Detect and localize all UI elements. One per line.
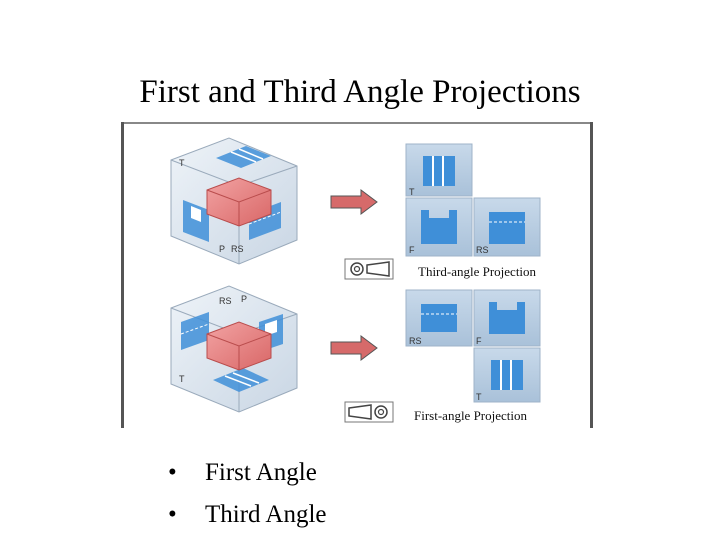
first-angle-symbol-icon	[344, 401, 394, 423]
third-view-label-rs: RS	[476, 245, 489, 255]
third-cube-label-t: T	[179, 158, 185, 168]
third-angle-views: T F RS	[405, 143, 541, 257]
first-angle-views: RS F T	[405, 289, 541, 403]
first-cube-label-rs: RS	[219, 296, 232, 306]
third-cube-label-rs: RS	[231, 244, 244, 254]
bullet-item: • Third Angle	[160, 494, 327, 536]
bullet-text: Third Angle	[205, 501, 327, 528]
first-angle-group: RS P T RS F T	[170, 285, 541, 423]
third-view-label-t: T	[409, 187, 415, 197]
first-view-label-f: F	[476, 336, 482, 346]
bullet-text: First Angle	[205, 459, 317, 486]
first-view-label-rs: RS	[409, 336, 422, 346]
third-view-label-f: F	[409, 245, 415, 255]
third-angle-symbol-icon	[344, 258, 394, 280]
first-cube-label-t: T	[179, 374, 185, 384]
figure-border-top	[121, 122, 593, 124]
slide-title: First and Third Angle Projections	[139, 74, 581, 110]
first-angle-arrow	[330, 335, 378, 361]
third-cube-label-p: P	[219, 244, 225, 254]
bullet-marker: •	[168, 501, 177, 528]
first-view-label-t: T	[476, 392, 482, 402]
third-angle-glass-box: T P RS	[170, 137, 298, 265]
projection-figure: T P RS T F RS	[121, 122, 593, 428]
bullet-item: • First Angle	[160, 452, 327, 494]
bullet-marker: •	[168, 459, 177, 486]
bullet-list: • First Angle • Third Angle	[160, 452, 327, 536]
third-angle-caption: Third-angle Projection	[418, 264, 537, 279]
third-angle-group: T P RS T F RS	[170, 137, 541, 280]
projection-illustration: T P RS T F RS	[170, 137, 541, 423]
figure-border-right	[590, 122, 593, 428]
first-angle-caption: First-angle Projection	[414, 408, 528, 423]
first-angle-glass-box: RS P T	[170, 285, 298, 413]
third-angle-arrow	[330, 189, 378, 215]
first-cube-label-p: P	[241, 294, 247, 304]
figure-border-left	[121, 122, 124, 428]
